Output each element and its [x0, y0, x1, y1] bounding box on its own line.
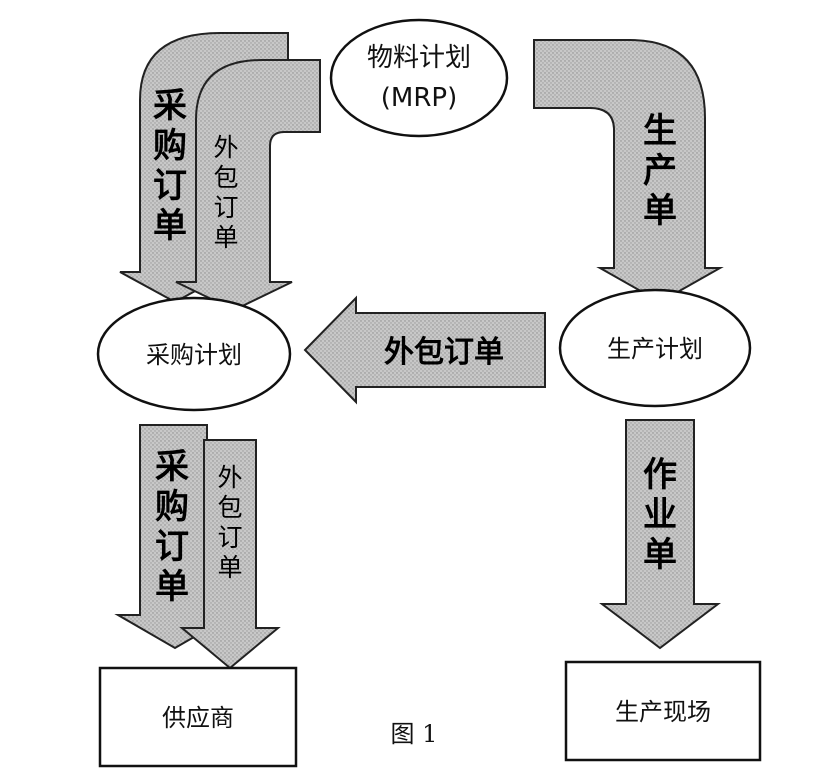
svg-text:产: 产 [643, 151, 677, 191]
svg-text:订: 订 [155, 527, 189, 567]
svg-text:作: 作 [643, 455, 677, 495]
arrow-production-order [533, 39, 724, 304]
svg-text:外: 外 [217, 463, 242, 492]
purchase-plan-node [96, 296, 292, 412]
svg-text:购: 购 [153, 126, 187, 166]
mrp-sublabel: (MRP) [381, 83, 457, 113]
mrp-label: 物料计划 [367, 43, 471, 73]
svg-text:单: 单 [643, 191, 677, 231]
arrow-outsource-order-horizontal [303, 295, 546, 405]
supplier-label: 供应商 [162, 704, 234, 732]
svg-text:购: 购 [155, 487, 189, 527]
arrow-label-purchase-order-bottom: 采 购 订 单 [155, 447, 189, 607]
supplier-node [98, 666, 298, 768]
arrow-label-outsource-order-top: 外 包 订 单 [213, 133, 238, 252]
figure-caption: 图 1 [391, 720, 438, 748]
svg-text:业: 业 [643, 495, 677, 535]
svg-text:单: 单 [153, 206, 187, 246]
svg-text:包: 包 [217, 493, 242, 522]
arrow-label-outsource-order-horizontal: 外包订单 [384, 335, 504, 370]
svg-text:订: 订 [217, 523, 242, 552]
mrp-node [329, 18, 509, 138]
production-plan-label: 生产计划 [607, 335, 703, 363]
svg-text:采: 采 [155, 447, 189, 487]
production-site-node [564, 660, 762, 762]
svg-text:订: 订 [213, 193, 238, 222]
arrow-label-purchase-order-top: 采 购 订 单 [153, 86, 187, 246]
arrow-label-work-order: 作 业 单 [643, 455, 677, 575]
svg-text:单: 单 [217, 553, 242, 582]
production-site-label: 生产现场 [615, 698, 711, 726]
arrow-label-outsource-order-bottom: 外 包 订 单 [217, 463, 242, 582]
svg-text:包: 包 [213, 163, 238, 192]
arrow-work-order [599, 419, 721, 650]
svg-text:采: 采 [153, 86, 187, 126]
svg-text:生: 生 [643, 111, 677, 151]
arrow-label-production-order: 生 产 单 [643, 111, 677, 231]
arrow-outsource-order-bottom [179, 439, 281, 670]
svg-text:单: 单 [155, 567, 189, 607]
arrow-outsource-order-top [175, 59, 321, 312]
svg-text:单: 单 [643, 535, 677, 575]
svg-text:外: 外 [213, 133, 238, 162]
svg-text:订: 订 [153, 166, 187, 206]
purchase-plan-label: 采购计划 [146, 341, 242, 369]
svg-text:单: 单 [213, 223, 238, 252]
production-plan-node [558, 288, 752, 408]
